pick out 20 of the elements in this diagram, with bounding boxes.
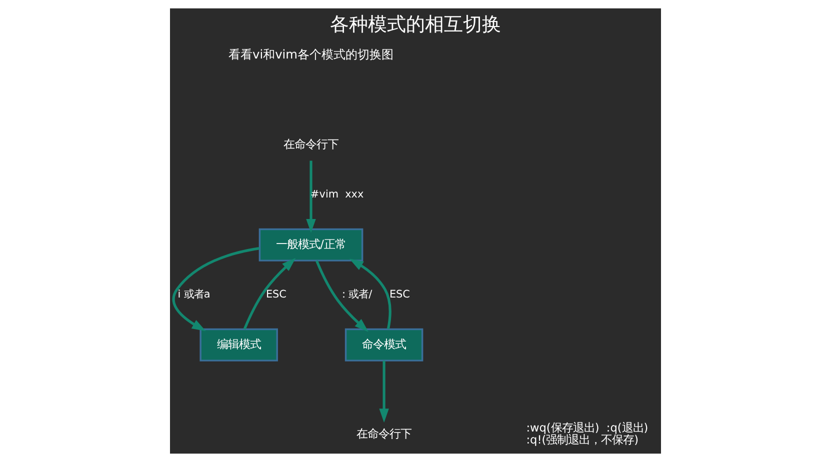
edge-label: #vim xxx xyxy=(310,188,364,201)
node-box: 一般模式/正常 xyxy=(258,228,364,262)
edge-label: i 或者a xyxy=(178,288,210,301)
edge-label: ：或者/ xyxy=(338,288,372,301)
arrow xyxy=(172,247,260,332)
node-box: 编辑模式 xyxy=(200,328,278,362)
arrow xyxy=(379,360,389,423)
label: :wq(保存退出) :q(退出) xyxy=(526,421,648,434)
label: :q!(强制退出，不保存) xyxy=(526,434,639,447)
node-text: 在命令行下 xyxy=(284,138,338,151)
arrow xyxy=(243,258,296,330)
edge-label: ESC xyxy=(266,288,286,301)
diagram-title: 各种模式的相互切换 xyxy=(330,12,501,36)
edge-label: ESC xyxy=(389,288,410,301)
arrow xyxy=(315,260,368,332)
arrow xyxy=(349,258,392,330)
arrow xyxy=(306,160,316,233)
label: 看看vi和vim各个模式的切换图 xyxy=(228,48,394,62)
node-box: 命令模式 xyxy=(344,328,424,362)
node-text: 在命令行下 xyxy=(356,427,412,440)
